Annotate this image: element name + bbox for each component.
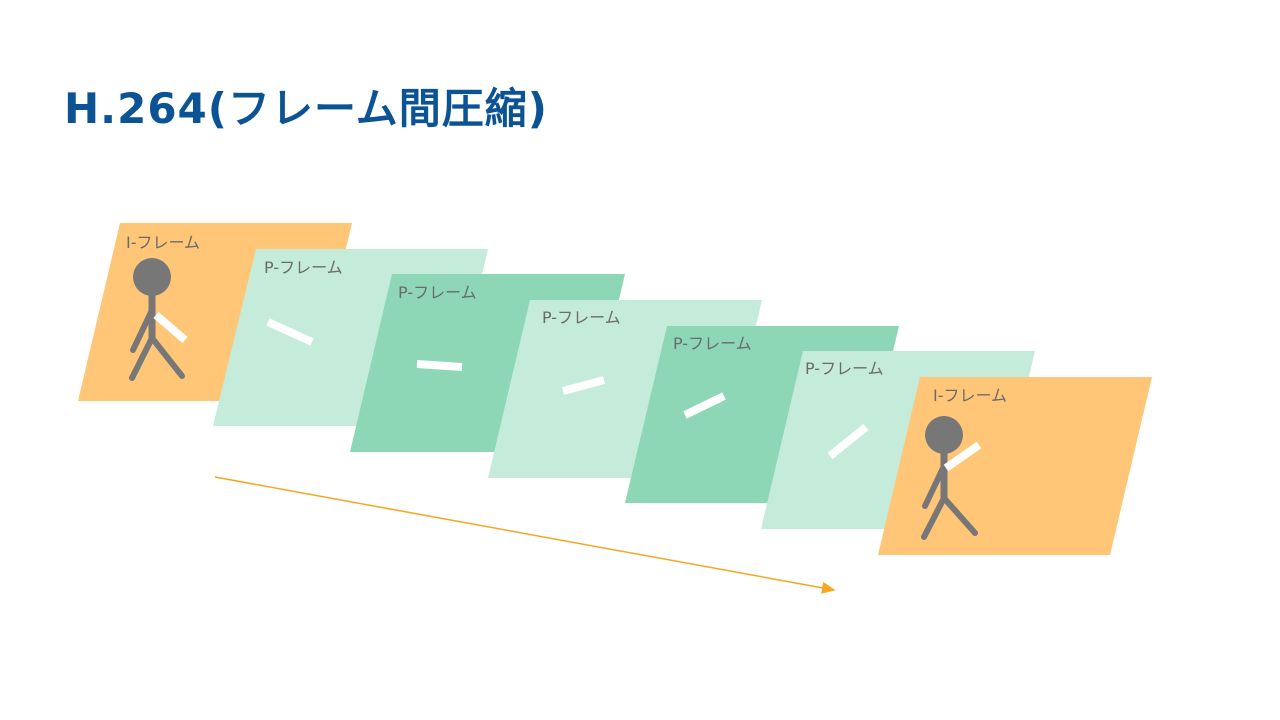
- person-left-leg: [921, 495, 947, 540]
- frame-4-label: P-フレーム: [542, 308, 621, 327]
- person-head: [133, 258, 171, 296]
- person-right-leg: [941, 495, 978, 536]
- frame-1-label: I-フレーム: [126, 233, 200, 252]
- walking-person-icon: [921, 416, 982, 540]
- frame-7-i-frame: I-フレーム: [878, 377, 1152, 555]
- arm-segment-icon: [827, 423, 869, 460]
- frame-5-label: P-フレーム: [673, 334, 752, 353]
- frame-7-background: [878, 377, 1152, 555]
- person-head: [925, 416, 963, 454]
- person-right-leg: [149, 335, 185, 379]
- frame-7-label: I-フレーム: [933, 386, 1007, 405]
- arm-segment-icon: [943, 441, 982, 472]
- arm-segment-icon: [683, 392, 726, 419]
- walking-person-icon: [129, 258, 188, 381]
- person-left-leg: [129, 335, 155, 381]
- person-back-arm: [130, 307, 155, 353]
- arm-segment-icon: [153, 311, 188, 344]
- person-back-arm: [922, 463, 947, 509]
- arm-segment-icon: [266, 318, 314, 346]
- time-arrow-icon: [214, 476, 836, 594]
- arm-segment-icon: [416, 360, 463, 371]
- arm-segment-icon: [561, 376, 606, 395]
- frame-2-label: P-フレーム: [264, 258, 343, 277]
- slide-title: H.264(フレーム間圧縮): [64, 84, 548, 133]
- frame-3-label: P-フレーム: [398, 283, 477, 302]
- frame-6-label: P-フレーム: [805, 359, 884, 378]
